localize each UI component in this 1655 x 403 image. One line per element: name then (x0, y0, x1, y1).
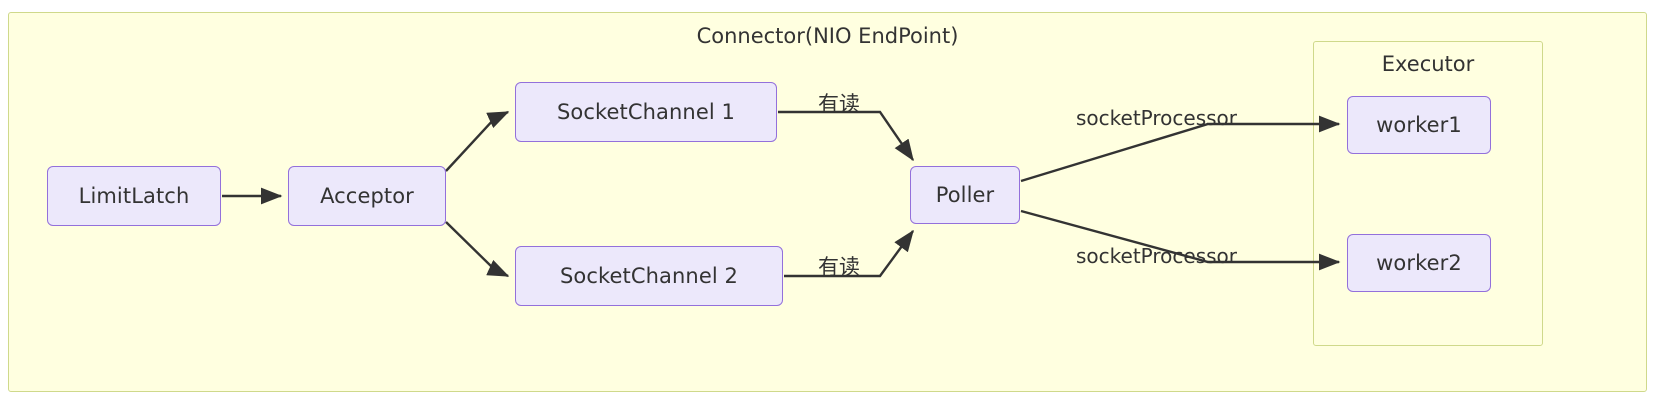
cluster-executor (1313, 41, 1543, 346)
node-limitlatch[interactable]: LimitLatch (47, 166, 221, 226)
cluster-connector-label: Connector(NIO EndPoint) (696, 24, 959, 48)
node-socketchannel-2[interactable]: SocketChannel 2 (515, 246, 783, 306)
node-socketchannel-1[interactable]: SocketChannel 1 (515, 82, 777, 142)
node-acceptor[interactable]: Acceptor (288, 166, 446, 226)
node-poller[interactable]: Poller (910, 166, 1020, 224)
edge-label-poller-to-worker1: socketProcessor (1076, 106, 1237, 130)
node-worker1[interactable]: worker1 (1347, 96, 1491, 154)
node-worker2[interactable]: worker2 (1347, 234, 1491, 292)
edge-label-poller-to-worker2: socketProcessor (1076, 244, 1237, 268)
edge-label-sc2-to-poller: 有读 (818, 255, 860, 279)
edge-label-sc1-to-poller: 有读 (818, 92, 860, 116)
cluster-executor-label: Executor (1381, 52, 1475, 76)
